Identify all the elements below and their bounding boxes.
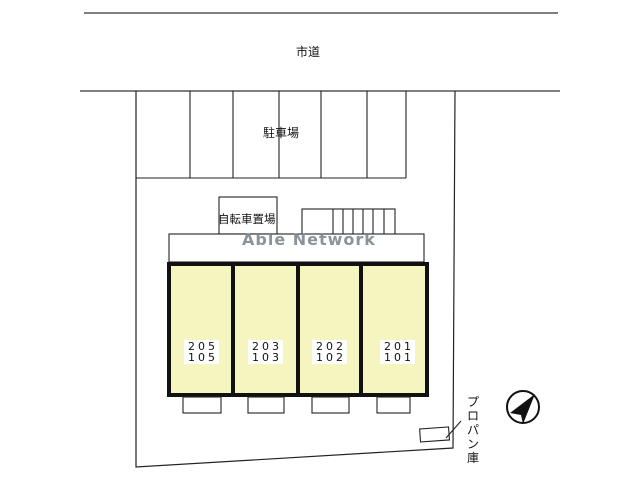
bicycle-parking-label: 自転車置場 bbox=[218, 212, 276, 226]
propane-storage-label: プロパン庫 bbox=[466, 395, 479, 465]
site-boundary bbox=[135, 90, 456, 468]
unit-upper-number: 203 bbox=[252, 340, 282, 353]
unit-upper-number: 202 bbox=[316, 340, 346, 353]
stairs bbox=[301, 208, 396, 236]
watermark: Able Network bbox=[242, 230, 376, 249]
propane-storage bbox=[419, 420, 462, 443]
unit-lower-number: 101 bbox=[384, 351, 414, 364]
unit-upper-number: 201 bbox=[384, 340, 414, 353]
unit-label-201-101: 201 101 bbox=[380, 340, 415, 364]
unit-upper-number: 205 bbox=[188, 340, 218, 353]
unit-lower-number: 105 bbox=[188, 351, 218, 364]
outdoor-units bbox=[182, 396, 411, 414]
unit-label-203-103: 203 103 bbox=[248, 340, 283, 364]
unit-label-202-102: 202 102 bbox=[312, 340, 347, 364]
road-label: 市道 bbox=[296, 45, 321, 59]
parking-label: 駐車場 bbox=[263, 126, 300, 140]
bicycle-parking-box bbox=[218, 196, 278, 235]
parking-spaces bbox=[136, 91, 407, 179]
unit-label-205-105: 205 105 bbox=[184, 340, 219, 364]
building bbox=[167, 262, 429, 397]
unit-lower-number: 102 bbox=[316, 351, 346, 364]
north-arrow-icon bbox=[506, 390, 540, 424]
unit-lower-number: 103 bbox=[252, 351, 282, 364]
